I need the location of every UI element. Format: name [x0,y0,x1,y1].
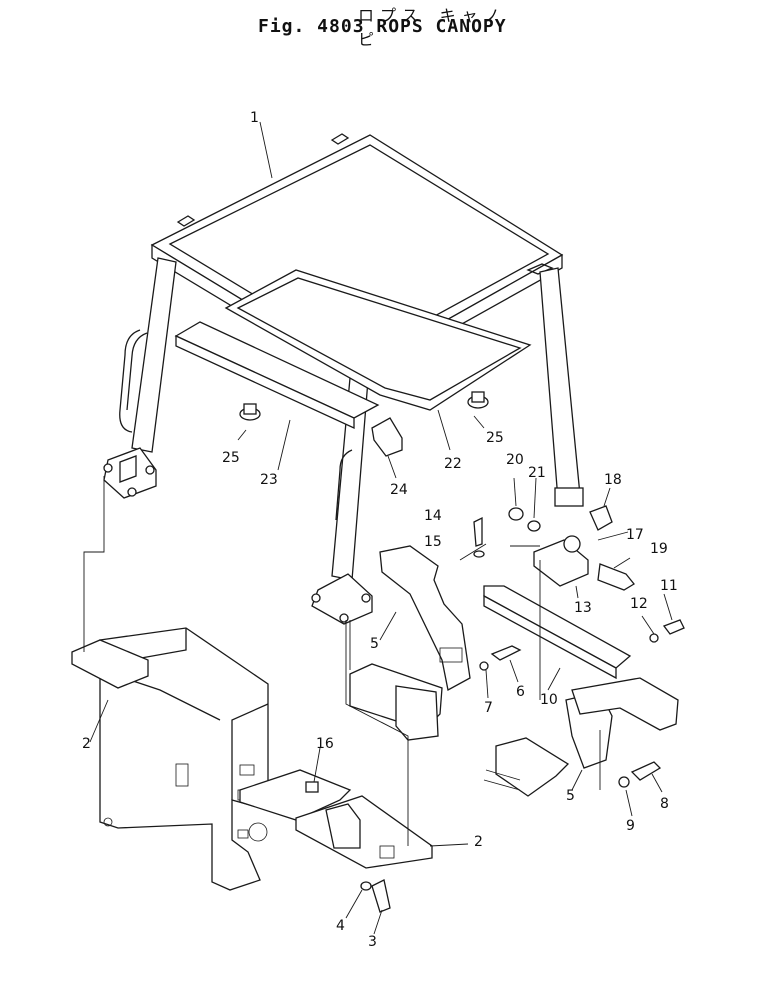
washer-15 [473,550,485,558]
nut-20 [508,507,524,521]
callout-15: 15 [424,534,442,550]
bolt-8 [630,761,662,781]
washer-7 [479,661,489,671]
callout-25-left: 25 [222,450,240,466]
callout-13: 13 [574,600,592,616]
callout-19: 19 [650,541,668,557]
callout-25-right: 25 [486,430,504,446]
callout-8: 8 [660,796,669,812]
callout-18: 18 [604,472,622,488]
callout-12: 12 [630,596,648,612]
bolt-14 [473,516,483,547]
nut-16 [305,781,319,793]
callout-4: 4 [336,918,345,934]
cross-member [239,769,433,869]
callout-5-upper: 5 [370,636,379,652]
callout-21: 21 [528,465,546,481]
lower-plate [483,737,570,797]
front-leg-mount [311,573,373,625]
callout-17: 17 [626,527,644,543]
washer-12 [649,633,659,643]
step-plate [571,677,679,731]
hinge-bracket-13 [533,535,589,587]
callout-6: 6 [516,684,525,700]
callout-11: 11 [660,578,678,594]
support-bar-23 [174,321,380,430]
main-frame [99,627,269,891]
bolt-3 [371,879,391,913]
leader-lines [83,121,673,935]
bolt-11 [662,619,685,635]
rubber-mounts-25 [239,391,489,421]
callout-14: 14 [424,508,442,524]
callout-10: 10 [540,692,558,708]
washer-21 [527,520,541,532]
rear-right-leg [539,267,584,507]
pin-18 [589,505,613,531]
japanese-title: ロプス キャノピ [358,6,506,49]
callout-2-left: 2 [82,736,91,752]
floor-panel-22 [224,269,532,411]
chassis-section [349,663,443,741]
callout-22: 22 [444,456,462,472]
bracket-5-upper [379,545,471,691]
callout-labels: 1 2 2 3 4 5 5 6 7 8 9 10 11 12 13 14 15 … [82,110,678,950]
rear-left-leg [119,257,177,453]
washer-4 [360,881,372,891]
callout-5-lower: 5 [566,788,575,804]
callout-20: 20 [506,452,524,468]
callout-7: 7 [484,700,493,716]
callout-23: 23 [260,472,278,488]
callout-2-right: 2 [474,834,483,850]
bracket-24 [371,417,403,457]
left-leg-mount [103,447,157,499]
callout-1: 1 [250,110,259,126]
callout-16: 16 [316,736,334,752]
callout-24: 24 [390,482,408,498]
mount-plate-2-left [71,639,149,689]
figure-title: Fig. 4803 ROPS CANOPY [258,16,507,37]
beam-10 [483,585,632,680]
callout-9: 9 [626,818,635,834]
washer-9 [618,776,630,788]
bolt-19 [597,563,635,591]
bolt-6 [490,645,522,661]
callout-3: 3 [368,934,377,950]
